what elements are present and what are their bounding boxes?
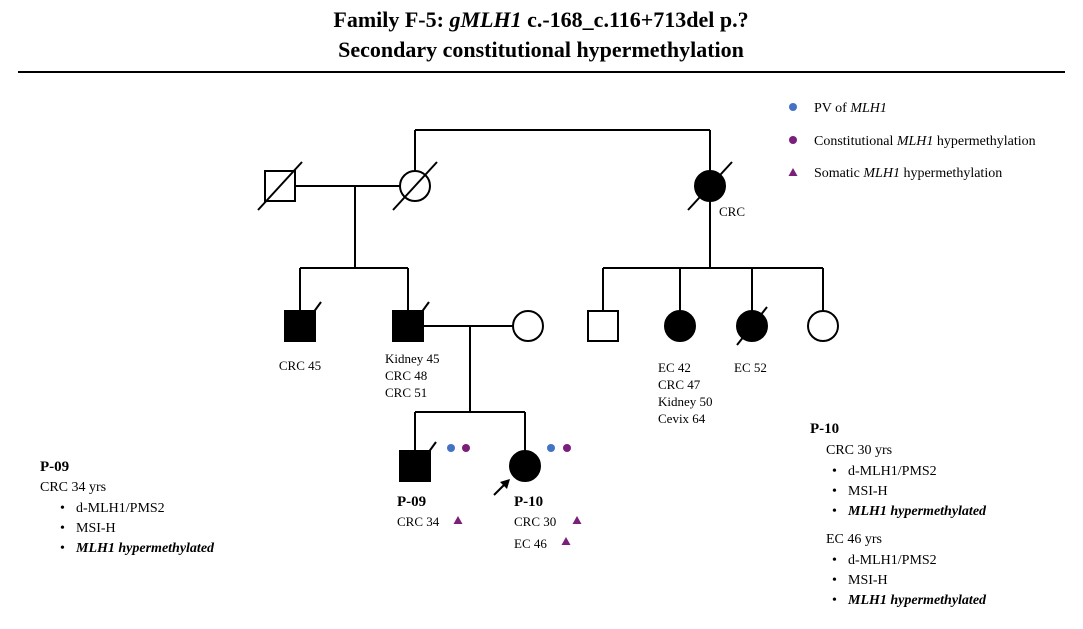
cousin1-symbol (664, 310, 696, 342)
p10-somatic-triangle-1 (572, 516, 582, 524)
right-panel-bullet-1-2: MSI-H (848, 484, 888, 499)
p10-somatic-triangle-2 (561, 537, 571, 545)
right-panel-id: P-10 (810, 421, 839, 437)
title-line-2: Secondary constitutional hypermethylatio… (338, 37, 744, 62)
legend: PV of MLH1 Constitutional MLH1 hypermeth… (788, 101, 1036, 181)
p10-pv-dot (547, 444, 555, 452)
p09-id: P-09 (397, 494, 426, 510)
p10-constitutional-dot (563, 444, 571, 452)
left-panel-bullet-1: d-MLH1/PMS2 (76, 501, 165, 516)
pedigree-lines (295, 129, 824, 451)
father-deceased-slash (404, 301, 430, 336)
svg-text:•: • (832, 484, 837, 499)
p09-pv-dot (447, 444, 455, 452)
right-panel-bullet-2-2: MSI-H (848, 573, 888, 588)
p10-label-1: CRC 30 (514, 514, 556, 529)
legend-item-somatic: Somatic MLH1 hypermethylation (814, 166, 1002, 181)
cousin2-deceased-slash (736, 306, 768, 346)
father-label-3: CRC 51 (385, 385, 427, 400)
proband-arrow (493, 479, 510, 496)
right-panel-bullet-2-3: MLH1 hypermethylated (847, 593, 987, 608)
svg-text:•: • (60, 541, 65, 556)
cousin2-label: EC 52 (734, 360, 767, 375)
left-panel-bullet-2: MSI-H (76, 521, 116, 536)
left-panel-id: P-09 (40, 459, 69, 475)
p09-somatic-triangle (453, 516, 463, 524)
p09-label: CRC 34 (397, 514, 440, 529)
title-line-1: Family F-5: gMLH1 c.-168_c.116+713del p.… (333, 7, 748, 32)
right-panel: P-10 CRC 30 yrs • d-MLH1/PMS2 • MSI-H • … (810, 421, 987, 608)
cousin3-symbol (807, 310, 839, 342)
uncle-label: CRC 45 (279, 358, 321, 373)
legend-item-constitutional: Constitutional MLH1 hypermethylation (814, 134, 1036, 149)
svg-text:•: • (832, 553, 837, 568)
cousin1-label-4: Cevix 64 (658, 411, 706, 426)
mother-symbol (512, 310, 544, 342)
svg-text:•: • (60, 521, 65, 536)
p10-id: P-10 (514, 494, 543, 510)
grandmother-deceased-slash (392, 161, 438, 211)
svg-text:•: • (832, 573, 837, 588)
p10-symbol (509, 450, 541, 482)
right-panel-bullet-1-3: MLH1 hypermethylated (847, 504, 987, 519)
right-panel-diagnosis-1: CRC 30 yrs (826, 443, 892, 458)
cousin1-label-1: EC 42 (658, 360, 691, 375)
svg-text:•: • (832, 504, 837, 519)
legend-constitutional-dot (789, 136, 797, 144)
svg-text:•: • (832, 464, 837, 479)
cousin1-label-3: Kidney 50 (658, 394, 713, 409)
svg-text:•: • (60, 501, 65, 516)
legend-item-pv: PV of MLH1 (814, 101, 887, 116)
p09-constitutional-dot (462, 444, 470, 452)
cousin-male-symbol (587, 310, 619, 342)
p09-deceased-slash (411, 441, 437, 476)
left-panel-bullet-3: MLH1 hypermethylated (75, 541, 215, 556)
father-label-1: Kidney 45 (385, 351, 440, 366)
legend-somatic-triangle (788, 168, 798, 176)
p10-label-2: EC 46 (514, 536, 547, 551)
father-label-2: CRC 48 (385, 368, 427, 383)
right-panel-bullet-1-1: d-MLH1/PMS2 (848, 464, 937, 479)
p09-symbol (399, 450, 431, 482)
svg-text:•: • (832, 593, 837, 608)
left-panel-diagnosis: CRC 34 yrs (40, 480, 106, 495)
aunt-label: CRC (719, 204, 745, 219)
uncle-deceased-slash (296, 301, 322, 336)
legend-pv-dot (789, 103, 797, 111)
cousin1-label-2: CRC 47 (658, 377, 701, 392)
right-panel-bullet-2-1: d-MLH1/PMS2 (848, 553, 937, 568)
left-panel: P-09 CRC 34 yrs • d-MLH1/PMS2 • MSI-H • … (40, 459, 215, 556)
grandfather-deceased-slash (257, 161, 303, 211)
aunt-deceased-slash (687, 161, 733, 211)
right-panel-diagnosis-2: EC 46 yrs (826, 532, 882, 547)
